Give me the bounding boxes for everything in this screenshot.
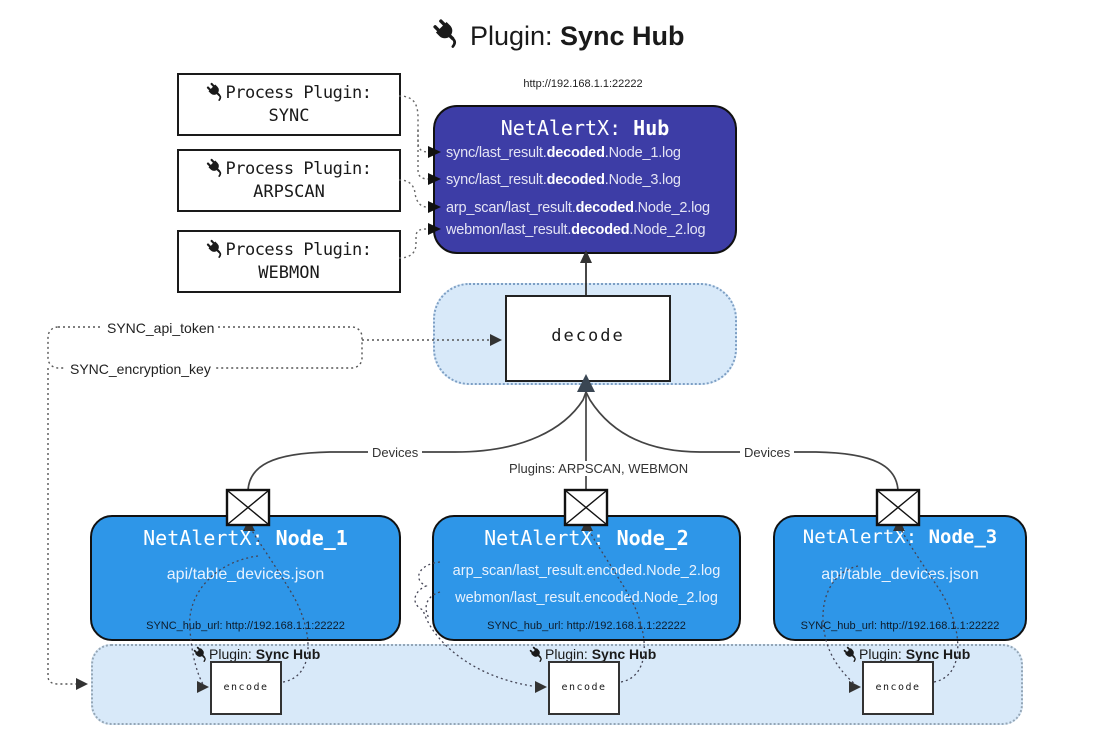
process-plugin-box-arpscan: Process Plugin: ARPSCAN: [177, 149, 401, 212]
node-title: NetAlertX: Node_3: [802, 526, 998, 548]
process-plugin-name: SYNC: [268, 106, 310, 126]
node-line: api/table_devices.json: [166, 566, 325, 583]
encode-box-3: encode: [862, 661, 934, 715]
process-plugin-box-webmon: Process Plugin: WEBMON: [177, 230, 401, 293]
hub-entry: sync/last_result.decoded.Node_1.log: [446, 145, 681, 161]
plug-icon: [206, 239, 225, 258]
title-name: Sync Hub: [560, 21, 685, 51]
plug-icon: [843, 646, 859, 662]
process-plugin-name: ARPSCAN: [253, 182, 325, 202]
node-box-2: NetAlertX: Node_2 arp_scan/last_result.e…: [432, 515, 741, 641]
process-plugin-name: WEBMON: [258, 263, 320, 283]
process-plugin-label: Process Plugin:: [179, 239, 399, 260]
node-box-1: NetAlertX: Node_1 api/table_devices.json…: [90, 515, 401, 641]
node-hub-url: SYNC_hub_url: http://192.168.1.1:22222: [800, 620, 1000, 632]
node-hub-url: SYNC_hub_url: http://192.168.1.1:22222: [487, 620, 686, 632]
plug-icon: [206, 82, 225, 101]
process-plugin-box-sync: Process Plugin: SYNC: [177, 73, 401, 136]
page-title: Plugin: Sync Hub: [0, 18, 1117, 52]
devices-label-right: Devices: [740, 445, 795, 460]
process-plugin-label: Process Plugin:: [179, 158, 399, 179]
process-plugin-label: Process Plugin:: [179, 82, 399, 103]
hub-entry: arp_scan/last_result.decoded.Node_2.log: [446, 200, 710, 216]
plugins-label-mid: Plugins: ARPSCAN, WEBMON: [505, 461, 693, 476]
node-box-3: NetAlertX: Node_3 api/table_devices.json…: [773, 515, 1027, 641]
plug-icon: [529, 646, 545, 662]
node-line: webmon/last_result.encoded.Node_2.log: [455, 590, 718, 606]
node-line: api/table_devices.json: [821, 566, 979, 583]
sync-api-token-label: SYNC_api_token: [103, 320, 219, 336]
encode-section-label: Plugin: Sync Hub: [843, 646, 970, 662]
title-prefix: Plugin:: [469, 21, 561, 51]
hub-entry: webmon/last_result.decoded.Node_2.log: [446, 222, 706, 238]
plug-icon: [432, 18, 462, 48]
hub-box: NetAlertX: Hub sync/last_result.decoded.…: [433, 105, 737, 254]
plug-icon: [193, 646, 209, 662]
node-title: NetAlertX: Node_1: [143, 526, 348, 550]
hub-url-label: http://192.168.1.1:22222: [523, 78, 643, 90]
hub-title: NetAlertX: Hub: [500, 116, 670, 140]
encode-section-label: Plugin: Sync Hub: [193, 646, 320, 662]
sync-encryption-key-label: SYNC_encryption_key: [66, 361, 215, 377]
encode-box-2: encode: [548, 661, 620, 715]
config-to-bar-arrow: [76, 678, 88, 690]
hub-entry: sync/last_result.decoded.Node_3.log: [446, 172, 681, 188]
node-hub-url: SYNC_hub_url: http://192.168.1.1:22222: [146, 620, 345, 632]
encode-section-label: Plugin: Sync Hub: [529, 646, 656, 662]
node-title: NetAlertX: Node_2: [484, 526, 689, 550]
plugin-to-hub-links: [398, 95, 430, 259]
decode-box: decode: [505, 295, 671, 382]
encode-box-1: encode: [210, 661, 282, 715]
node-line: arp_scan/last_result.encoded.Node_2.log: [452, 563, 721, 579]
plug-icon: [206, 158, 225, 177]
devices-label-left: Devices: [368, 445, 423, 460]
